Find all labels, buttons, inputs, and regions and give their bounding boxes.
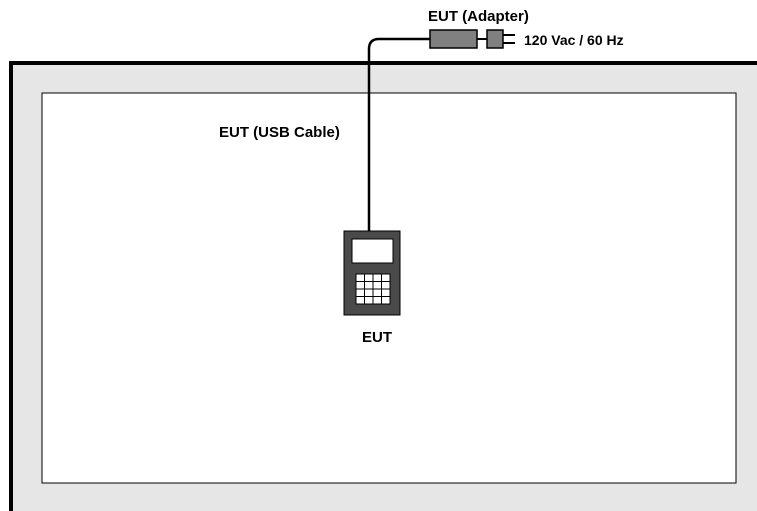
- plug-body: [486, 29, 504, 49]
- usb-cable: [367, 37, 430, 231]
- eut-label: EUT: [362, 329, 392, 346]
- power-label: 120 Vac / 60 Hz: [524, 32, 624, 48]
- eut-device-screen: [351, 238, 394, 264]
- usb-cable-label: EUT (USB Cable): [219, 124, 340, 141]
- eut-device: [343, 230, 401, 316]
- outer-frame-border: [9, 61, 757, 511]
- eut-device-keypad: [355, 273, 391, 305]
- adapter-label: EUT (Adapter): [428, 8, 529, 25]
- adapter-body: [429, 29, 478, 49]
